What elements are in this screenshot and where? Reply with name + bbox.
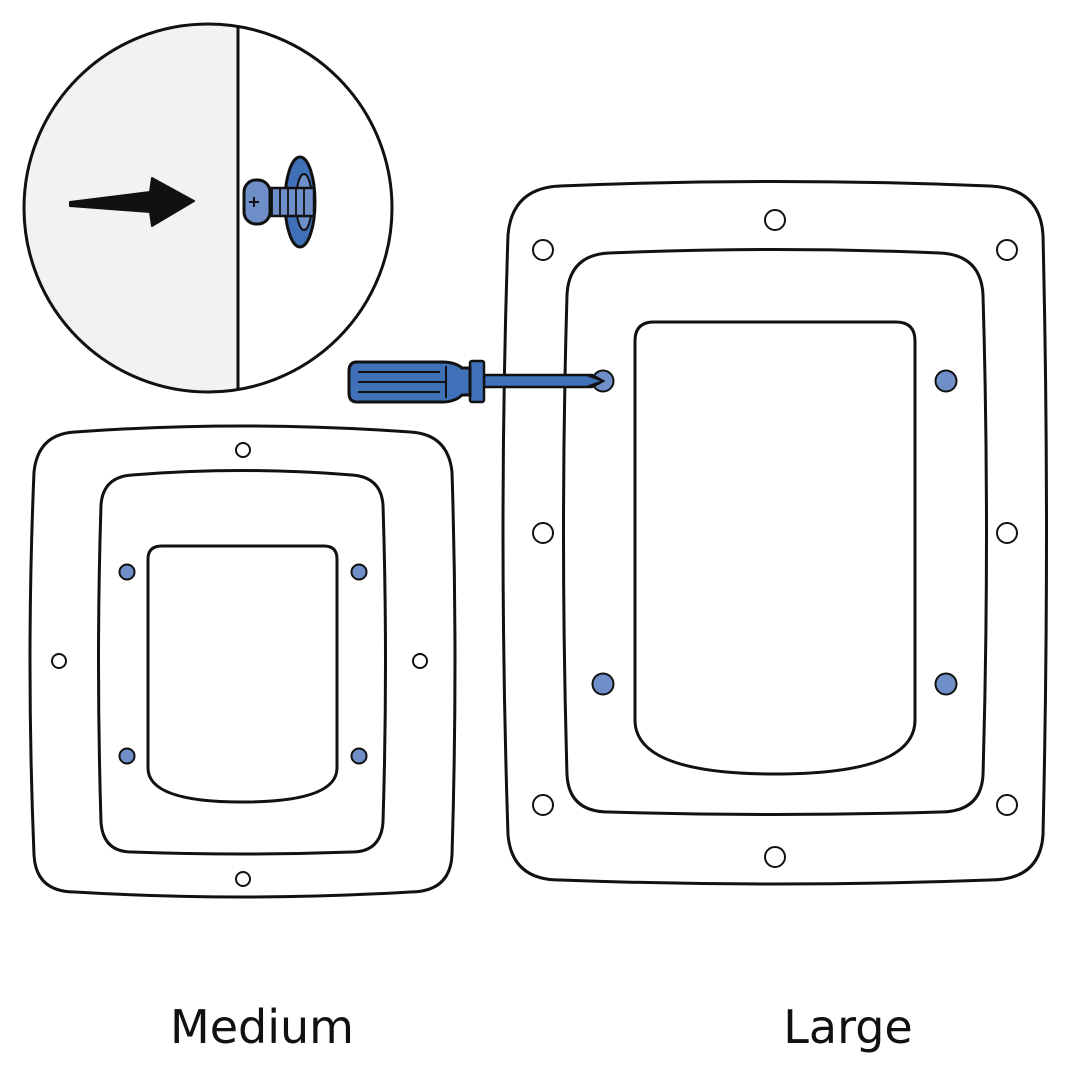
large-flap-opening [633, 320, 917, 776]
mounting-hole [764, 846, 786, 868]
medium-size-label: Medium [170, 1000, 354, 1054]
mounting-hole [532, 794, 554, 816]
large-screw-markers [591, 369, 958, 696]
mounting-hole [235, 871, 251, 887]
large-outer-frame [501, 180, 1048, 886]
medium-frame [28, 424, 457, 899]
inset-circle-outline [22, 22, 394, 394]
screw-icon [242, 155, 317, 249]
screw-position [118, 563, 136, 581]
large-middle-frame [562, 248, 988, 816]
mounting-hole [532, 522, 554, 544]
mounting-hole [51, 653, 67, 669]
screw-position [350, 563, 368, 581]
mounting-hole [996, 239, 1018, 261]
large-hole-markers [532, 209, 1018, 868]
screw-position [118, 747, 136, 765]
large-frame [501, 180, 1048, 886]
mounting-hole [996, 522, 1018, 544]
large-size-label: Large [783, 1000, 913, 1054]
screwdriver-icon [347, 359, 606, 404]
mounting-hole [764, 209, 786, 231]
medium-hole-markers [51, 442, 428, 887]
screw-position [934, 672, 958, 696]
mounting-hole [532, 239, 554, 261]
mounting-hole [996, 794, 1018, 816]
mounting-hole [412, 653, 428, 669]
screw-position [934, 369, 958, 393]
screw-position [350, 747, 368, 765]
medium-flap-opening [146, 544, 339, 804]
screw-position [591, 672, 615, 696]
medium-outer-frame [28, 424, 457, 899]
arrow-right-icon [69, 177, 195, 227]
medium-middle-frame [97, 469, 387, 856]
magnified-detail-inset [22, 22, 394, 394]
mounting-hole [235, 442, 251, 458]
medium-screw-markers [118, 563, 368, 765]
